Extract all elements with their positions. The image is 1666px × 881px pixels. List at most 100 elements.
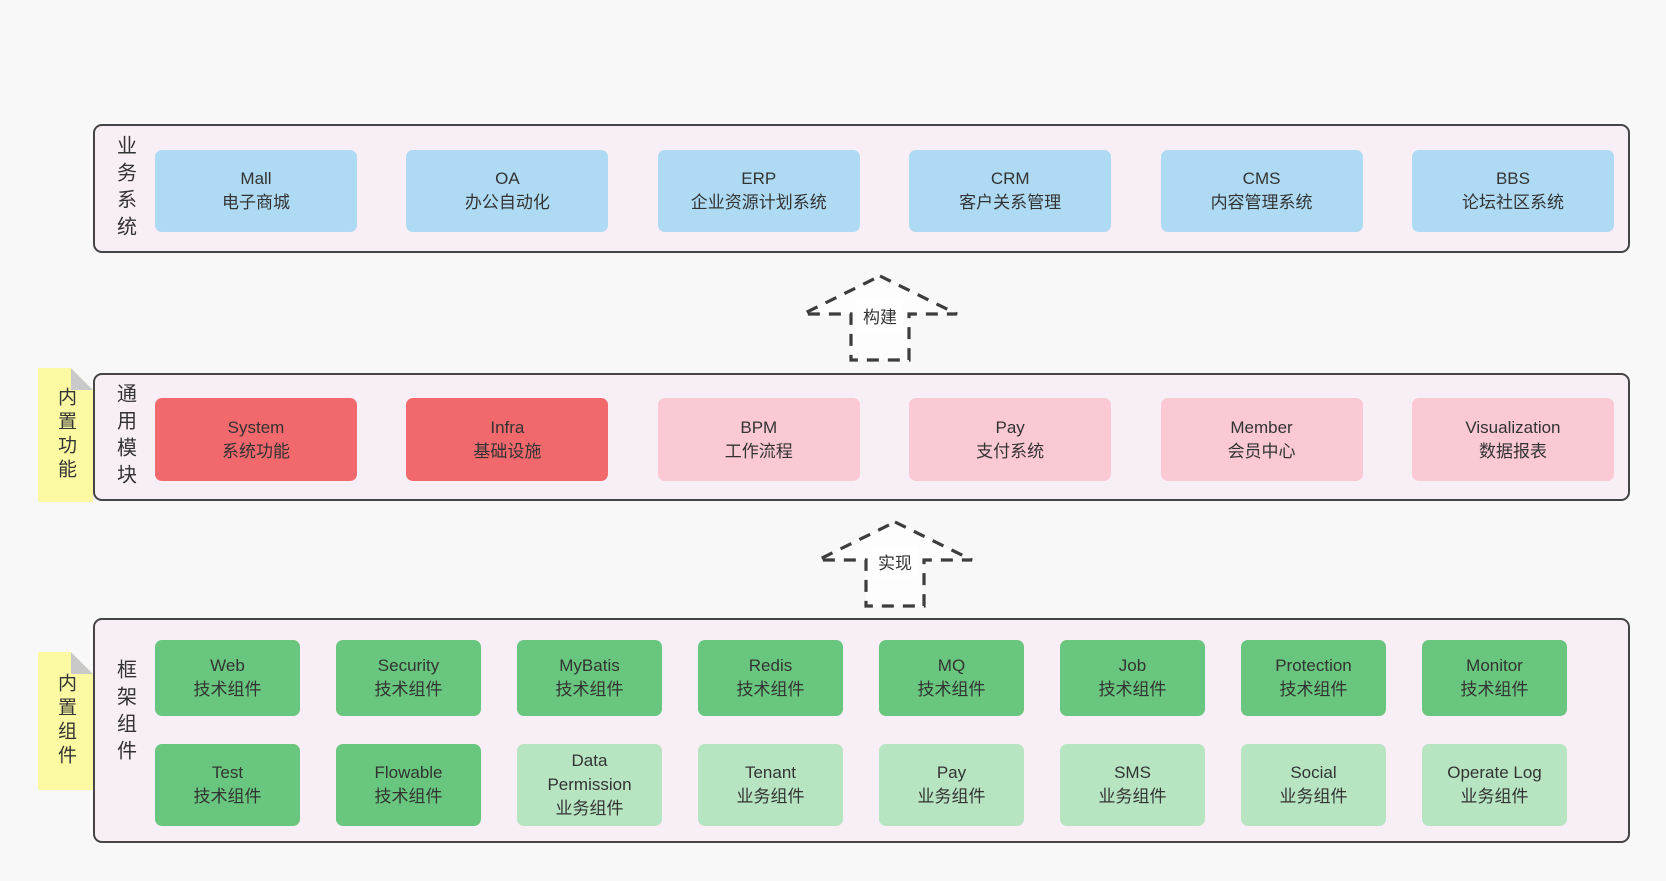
- box-title: Operate Log: [1447, 763, 1542, 782]
- box-title: Member: [1230, 417, 1293, 437]
- arrow-label-build: 构建: [863, 308, 897, 327]
- box-subtitle: 系统功能: [222, 441, 290, 461]
- sticky-note-label: 内置组件: [55, 673, 76, 769]
- box-title: ERP: [741, 169, 777, 188]
- box-monitor: Monitor 技术组件: [1422, 640, 1567, 716]
- box-subtitle: 电子商城: [222, 193, 290, 212]
- box-title: Web: [210, 656, 245, 675]
- box-mq: MQ 技术组件: [879, 640, 1024, 716]
- box-test: Test 技术组件: [155, 744, 300, 826]
- box-pay: Pay 支付系统: [909, 398, 1112, 481]
- box-mall: Mall 电子商城: [155, 150, 357, 232]
- box-title: MyBatis: [559, 656, 620, 675]
- box-title: CMS: [1242, 169, 1281, 188]
- box-bbs: BBS 论坛社区系统: [1411, 150, 1614, 232]
- box-subtitle: 技术组件: [555, 680, 624, 699]
- box-title: Security: [377, 656, 440, 675]
- box-title: Data Permission: [547, 751, 632, 794]
- box-title: Protection: [1275, 656, 1352, 675]
- panel-framework-components: 框架组件 Web 技术组件 Security 技术组件 MyBatis 技术组件…: [93, 618, 1630, 843]
- panel-label-common-modules: 通用模块: [113, 383, 136, 491]
- box-erp: ERP 企业资源计划系统: [657, 150, 860, 232]
- box-subtitle: 技术组件: [736, 680, 805, 699]
- sticky-note-builtin-features: 内置功能: [38, 368, 93, 502]
- box-subtitle: 企业资源计划系统: [690, 193, 827, 212]
- box-web: Web 技术组件: [155, 640, 300, 716]
- box-subtitle: 技术组件: [1098, 680, 1167, 699]
- framework-components-row-2: Test 技术组件 Flowable 技术组件 Data Permission …: [155, 744, 1567, 826]
- box-cms: CMS 内容管理系统: [1160, 150, 1363, 232]
- box-subtitle: 业务组件: [917, 787, 986, 806]
- box-title: OA: [495, 169, 520, 188]
- box-redis: Redis 技术组件: [698, 640, 843, 716]
- box-subtitle: 业务组件: [555, 799, 624, 818]
- box-title: Pay: [936, 763, 967, 782]
- box-member: Member 会员中心: [1160, 398, 1363, 481]
- box-title: Test: [211, 763, 244, 782]
- box-protection: Protection 技术组件: [1241, 640, 1386, 716]
- box-title: Mall: [240, 169, 272, 188]
- box-subtitle: 基础设施: [473, 441, 542, 461]
- box-title: Monitor: [1466, 656, 1523, 675]
- box-title: Job: [1118, 656, 1147, 675]
- panel-label-framework-components: 框架组件: [113, 658, 136, 767]
- box-oa: OA 办公自动化: [406, 150, 609, 232]
- box-subtitle: 技术组件: [193, 680, 262, 699]
- box-social: Social 业务组件: [1241, 744, 1386, 826]
- box-job: Job 技术组件: [1060, 640, 1205, 716]
- box-subtitle: 业务组件: [1460, 787, 1529, 806]
- business-systems-row: Mall 电子商城 OA 办公自动化 ERP 企业资源计划系统 CRM 客户关系…: [155, 150, 1614, 232]
- box-subtitle: 支付系统: [976, 441, 1045, 461]
- box-pay-biz: Pay 业务组件: [879, 744, 1024, 826]
- framework-components-row-1: Web 技术组件 Security 技术组件 MyBatis 技术组件 Redi…: [155, 640, 1567, 716]
- box-sms: SMS 业务组件: [1060, 744, 1205, 826]
- box-subtitle: 技术组件: [193, 787, 262, 806]
- panel-business-systems: 业务系统 Mall 电子商城 OA 办公自动化 ERP 企业资源计划系统 CRM…: [93, 124, 1630, 253]
- panel-common-modules: 通用模块 System 系统功能 Infra 基础设施 BPM 工作流程 Pay…: [93, 373, 1630, 501]
- box-subtitle: 办公自动化: [464, 193, 550, 212]
- box-title: CRM: [990, 169, 1030, 188]
- box-data-permission: Data Permission 业务组件: [517, 744, 662, 826]
- box-subtitle: 业务组件: [1279, 787, 1348, 806]
- sticky-note-builtin-components: 内置组件: [38, 652, 93, 790]
- box-subtitle: 技术组件: [917, 680, 986, 699]
- box-subtitle: 客户关系管理: [959, 193, 1062, 212]
- box-mybatis: MyBatis 技术组件: [517, 640, 662, 716]
- box-tenant: Tenant 业务组件: [698, 744, 843, 826]
- box-subtitle: 技术组件: [374, 680, 443, 699]
- dashed-up-arrow-build: 构建: [795, 273, 965, 363]
- box-security: Security 技术组件: [336, 640, 481, 716]
- box-bpm: BPM 工作流程: [657, 398, 860, 481]
- box-subtitle: 数据报表: [1478, 441, 1547, 461]
- box-title: Redis: [748, 656, 793, 675]
- box-title: MQ: [937, 656, 966, 675]
- box-title: System: [227, 417, 285, 437]
- box-title: Social: [1290, 763, 1337, 782]
- box-title: Pay: [995, 417, 1025, 437]
- box-visualization: Visualization 数据报表: [1411, 398, 1614, 481]
- box-system: System 系统功能: [155, 398, 357, 481]
- box-infra: Infra 基础设施: [406, 398, 609, 481]
- box-subtitle: 技术组件: [1279, 680, 1348, 699]
- box-subtitle: 业务组件: [736, 787, 805, 806]
- box-title: Flowable: [374, 763, 443, 782]
- sticky-note-label: 内置功能: [55, 387, 76, 483]
- box-subtitle: 会员中心: [1227, 441, 1296, 461]
- common-modules-row: System 系统功能 Infra 基础设施 BPM 工作流程 Pay 支付系统…: [155, 398, 1614, 481]
- dashed-up-arrow-implement: 实现: [810, 519, 980, 609]
- box-title: Infra: [490, 417, 525, 437]
- box-title: Tenant: [744, 763, 797, 782]
- up-arrow-icon: 构建: [802, 274, 958, 362]
- box-flowable: Flowable 技术组件: [336, 744, 481, 826]
- box-subtitle: 业务组件: [1098, 787, 1167, 806]
- box-title: SMS: [1114, 763, 1151, 782]
- box-title: Visualization: [1465, 417, 1561, 437]
- box-operate-log: Operate Log 业务组件: [1422, 744, 1567, 826]
- panel-label-business-systems: 业务系统: [113, 134, 136, 243]
- up-arrow-icon: 实现: [817, 520, 973, 608]
- box-subtitle: 工作流程: [724, 441, 793, 461]
- box-crm: CRM 客户关系管理: [909, 150, 1112, 232]
- box-subtitle: 技术组件: [1460, 680, 1529, 699]
- box-subtitle: 论坛社区系统: [1461, 193, 1564, 212]
